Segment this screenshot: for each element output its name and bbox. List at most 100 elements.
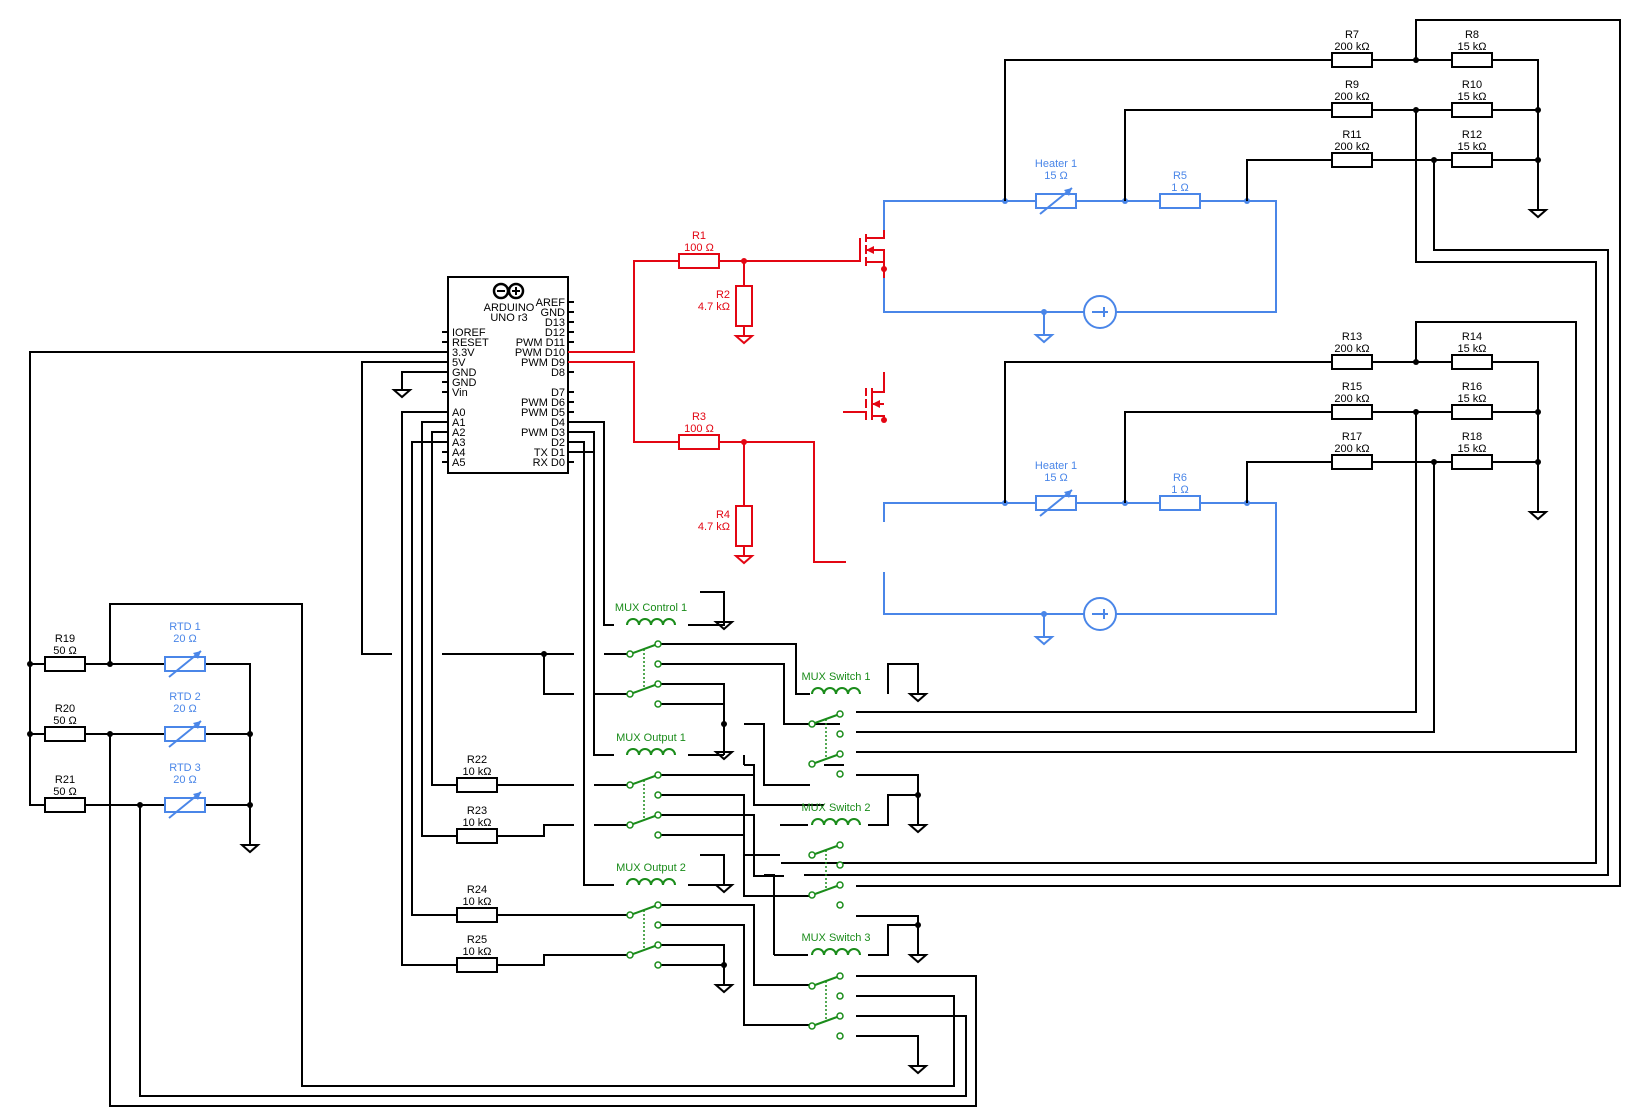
arduino-pin-label: RESET	[452, 337, 489, 349]
relay-coil: MUX Output 1	[616, 732, 686, 756]
heater-loop-2	[883, 500, 1277, 646]
rtd-3: RTD 320 Ω	[164, 762, 206, 819]
ground-symbol	[1527, 511, 1549, 521]
relay-coil: MUX Switch 2	[801, 802, 871, 826]
resistor-name: R3	[692, 411, 706, 423]
arduino-pin-label: A0	[452, 407, 465, 419]
arduino-pin-label: A1	[452, 417, 465, 429]
resistor-value: 15 kΩ	[1457, 141, 1486, 153]
arduino-pin-label: 3.3V	[452, 347, 475, 359]
resistor-name: R11	[1342, 129, 1361, 141]
resistor-name: R21	[55, 774, 75, 786]
resistor-name: R12	[1462, 129, 1482, 141]
resistor-name: R1	[692, 230, 706, 242]
resistor-name: R22	[467, 754, 487, 766]
current-source-1	[1083, 295, 1117, 329]
ground-symbol	[907, 954, 929, 964]
arduino-pin-label: Vin	[452, 387, 468, 399]
rtd-network	[27, 351, 977, 1107]
arduino-pin-label: D13	[545, 317, 565, 329]
relay-contacts	[808, 710, 844, 778]
resistor-value: 15 kΩ	[1457, 91, 1486, 103]
ground-symbol	[391, 389, 413, 399]
resistor-value: 200 kΩ	[1334, 41, 1369, 53]
resistor-name: R16	[1462, 381, 1482, 393]
ground-symbol	[733, 335, 755, 345]
current-source-2	[1083, 597, 1117, 631]
relay-name: MUX Control 1	[615, 602, 687, 614]
resistor-value: 10 kΩ	[462, 817, 491, 829]
arduino-pin-label: PWM D11	[516, 337, 565, 349]
ground-symbol	[1527, 209, 1549, 219]
relay-name: MUX Output 2	[616, 862, 686, 874]
ground-symbol	[733, 555, 755, 565]
mosfet-1	[859, 204, 887, 310]
resistor-value: 15 kΩ	[1457, 41, 1486, 53]
resistor-r5: R51 Ω	[1159, 170, 1201, 209]
arduino-pin-label: PWM D3	[521, 427, 565, 439]
resistor-name: R25	[467, 934, 487, 946]
arduino-model: UNO r3	[490, 312, 527, 324]
component-name: RTD 1	[169, 621, 201, 633]
relay-name: MUX Output 1	[616, 732, 686, 744]
sense-divider-network	[781, 19, 1621, 887]
arduino-pin-label: A4	[452, 447, 465, 459]
arduino-pin-label: D8	[551, 367, 565, 379]
resistor-value: 10 kΩ	[462, 896, 491, 908]
resistor-name: R18	[1462, 431, 1482, 443]
resistor-name: R8	[1465, 29, 1479, 41]
arduino-pin-label: AREF	[536, 297, 566, 309]
arduino-uno: ARDUINO UNO r3 IOREFRESET3.3V5VGNDGNDVin…	[442, 276, 574, 474]
ground-symbol	[1033, 636, 1055, 646]
heater-loop-1	[883, 198, 1277, 344]
relay-contacts	[626, 771, 662, 839]
relay-contacts	[808, 972, 844, 1040]
resistor-value: 4.7 kΩ	[698, 301, 730, 313]
resistor-value: 200 kΩ	[1334, 343, 1369, 355]
resistor-name: R2	[716, 289, 730, 301]
component-value: 20 Ω	[173, 774, 197, 786]
relay-contacts	[626, 640, 662, 708]
resistor-name: R4	[716, 509, 730, 521]
ground-symbol	[1033, 334, 1055, 344]
ground-symbol	[713, 984, 735, 994]
arduino-pin-label: GND	[452, 377, 477, 389]
resistor-name: R20	[55, 703, 75, 715]
resistor-value: 15 kΩ	[1457, 393, 1486, 405]
resistor-value: 4.7 kΩ	[698, 521, 730, 533]
ground-symbol	[239, 844, 261, 854]
arduino-pin-label: GND	[452, 367, 477, 379]
resistor-name: R13	[1342, 331, 1362, 343]
resistor-value: 100 Ω	[684, 242, 714, 254]
arduino-pin-label: PWM D9	[521, 357, 565, 369]
relay-coil: MUX Output 2	[616, 862, 686, 886]
component-value: 20 Ω	[173, 633, 197, 645]
relay-name: MUX Switch 2	[801, 802, 870, 814]
resistor-name: R24	[467, 884, 487, 896]
resistor-r2: R24.7 kΩ	[698, 285, 753, 327]
heater-2: Heater 115 Ω	[1035, 460, 1077, 517]
resistor-name: R15	[1342, 381, 1362, 393]
resistor-name: R14	[1462, 331, 1482, 343]
arduino-pin-label: A3	[452, 437, 465, 449]
arduino-pin-label: D4	[551, 417, 565, 429]
resistor-value: 1 Ω	[1171, 484, 1188, 496]
